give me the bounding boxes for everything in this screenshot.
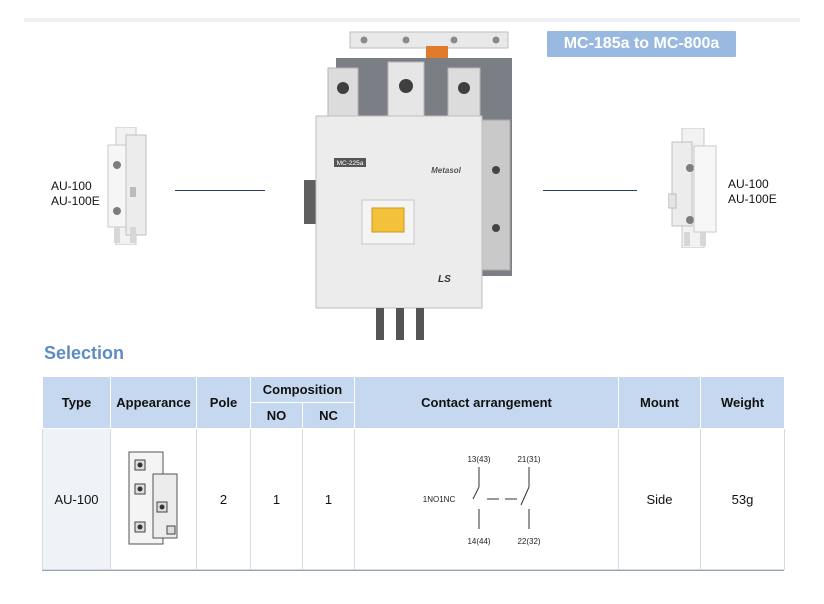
right-connector-line <box>543 190 637 191</box>
cell-weight: 53g <box>700 428 785 570</box>
left-connector-line <box>175 190 265 191</box>
right-accessory-model-e: AU-100E <box>728 192 777 206</box>
header-pole: Pole <box>196 376 251 429</box>
contact-diagram: 13(43) 21(31) 1NO1NC 14(44) 22(32) <box>422 455 540 546</box>
au100-appearance-image <box>128 451 177 544</box>
header-composition: Composition <box>250 376 355 403</box>
header-no: NO <box>250 402 303 429</box>
brand-text: Metasol <box>431 166 462 175</box>
header-mount: Mount <box>618 376 701 429</box>
diagram-label: 1NO1NC <box>422 495 455 504</box>
header-appearance: Appearance <box>110 376 197 429</box>
logo-text: LS <box>438 274 451 285</box>
right-aux-contact-image <box>668 128 717 248</box>
terminal-22-32: 22(32) <box>517 537 540 546</box>
table-bottom-rule <box>42 570 784 571</box>
left-accessory-label: AU-100 AU-100E <box>51 179 100 209</box>
top-divider <box>24 18 800 22</box>
header-nc: NC <box>302 402 355 429</box>
header-type: Type <box>42 376 111 429</box>
terminal-14-44: 14(44) <box>467 537 490 546</box>
cell-no: 1 <box>250 428 303 570</box>
right-accessory-label: AU-100 AU-100E <box>728 177 777 207</box>
series-badge: MC-185a to MC-800a <box>547 31 736 57</box>
terminal-13-43: 13(43) <box>467 455 490 464</box>
cell-type: AU-100 <box>42 428 111 570</box>
cell-appearance <box>110 428 197 570</box>
contactor-product-image: MC-225a Metasol LS <box>304 31 512 340</box>
terminal-21-31: 21(31) <box>517 455 540 464</box>
cell-mount: Side <box>618 428 701 570</box>
cell-pole: 2 <box>196 428 251 570</box>
left-accessory-model-e: AU-100E <box>51 194 100 208</box>
selection-table: Type Appearance Pole Composition Contact… <box>42 376 785 570</box>
left-aux-contact-image <box>107 127 147 245</box>
right-accessory-model: AU-100 <box>728 177 769 191</box>
table-row: AU-100 2 1 1 <box>42 428 785 570</box>
section-title: Selection <box>44 343 125 363</box>
header-contact-arrangement: Contact arrangement <box>354 376 619 429</box>
cell-contact-arrangement: 13(43) 21(31) 1NO1NC 14(44) 22(32) <box>354 428 619 570</box>
left-accessory-model: AU-100 <box>51 179 92 193</box>
model-plate-text: MC-225a <box>337 160 364 167</box>
cell-nc: 1 <box>302 428 355 570</box>
header-weight: Weight <box>700 376 785 429</box>
